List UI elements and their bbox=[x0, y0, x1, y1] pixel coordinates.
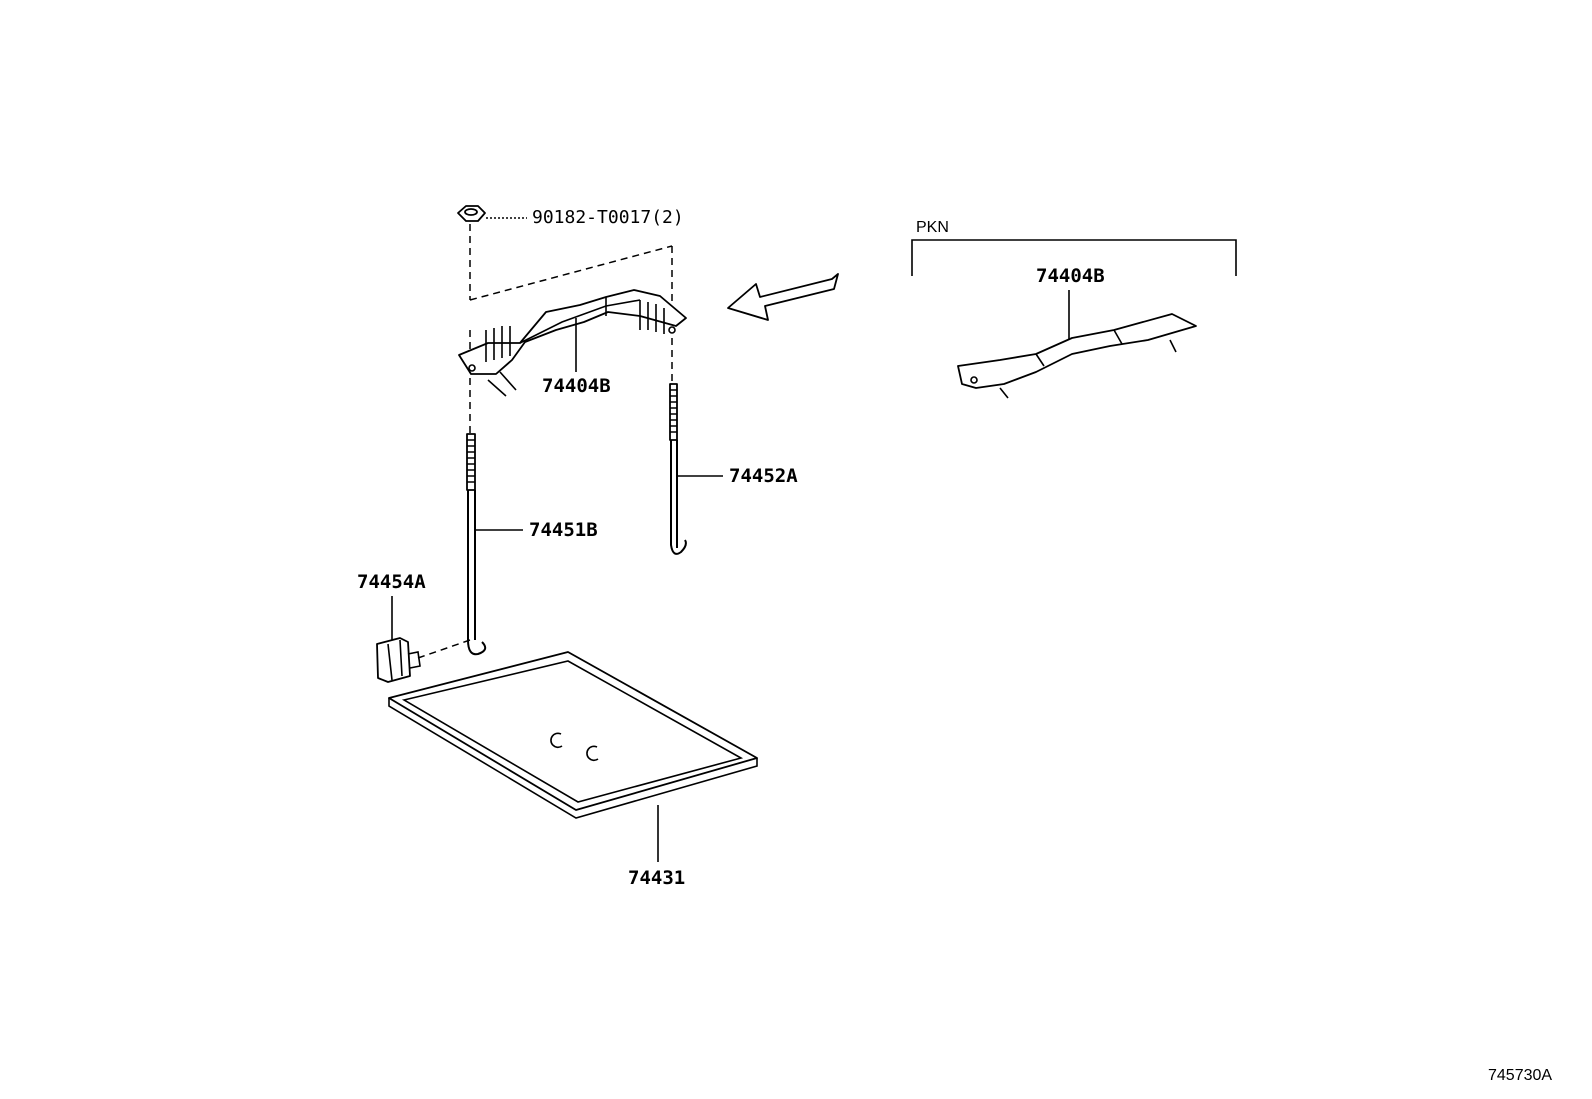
pkn-title: PKN bbox=[916, 219, 949, 236]
nut-90182[interactable] bbox=[457, 205, 527, 222]
nut-part-label[interactable]: 90182-T0017(2) bbox=[532, 207, 684, 228]
bolt-right-label[interactable]: 74452A bbox=[729, 465, 798, 487]
hold-down-clamp[interactable] bbox=[458, 289, 687, 397]
clamp-part-label[interactable]: 74404B bbox=[542, 375, 611, 397]
pkn-hold-down-clamp[interactable] bbox=[957, 290, 1197, 399]
clip-part-label[interactable]: 74454A bbox=[357, 571, 426, 593]
clip[interactable] bbox=[376, 596, 421, 683]
assembly-lines bbox=[417, 224, 673, 659]
tray-part-label[interactable]: 74431 bbox=[628, 867, 685, 889]
direction-arrow bbox=[727, 273, 839, 321]
battery-tray[interactable] bbox=[388, 651, 758, 862]
bolt-left-label[interactable]: 74451B bbox=[529, 519, 598, 541]
pkn-part-label[interactable]: 74404B bbox=[1036, 265, 1105, 287]
bolt-left[interactable] bbox=[466, 433, 523, 656]
pkn-bracket: PKN bbox=[911, 219, 1237, 276]
diagram-id: 745730A bbox=[1488, 1067, 1552, 1084]
bolt-right[interactable] bbox=[669, 383, 723, 555]
